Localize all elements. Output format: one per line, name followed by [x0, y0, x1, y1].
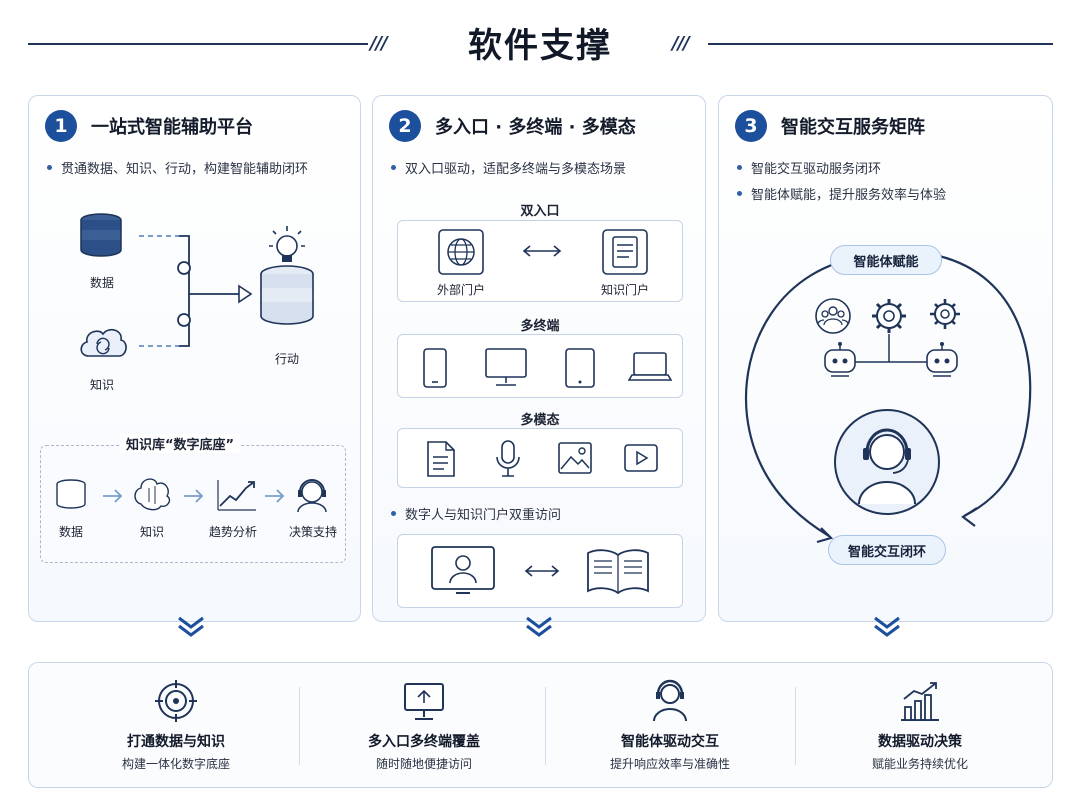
panel-bullet: 智能体赋能，提升服务效率与体验 — [737, 184, 946, 203]
document-icon — [427, 441, 455, 477]
summary-subtitle: 构建一体化数字底座 — [121, 757, 230, 771]
summary-bar: 打通数据与知识 构建一体化数字底座 多入口多终端覆盖 随时随地便捷访问 智能体驱… — [28, 662, 1053, 788]
summary-title: 数据驱动决策 — [878, 734, 962, 750]
page-title: 软件支撑 — [468, 26, 612, 66]
panel-header: 3 智能交互服务矩阵 — [735, 110, 925, 142]
knowledge-brain-icon — [80, 328, 127, 357]
microphone-icon — [496, 440, 520, 477]
kb-step-trend-analysis: 趋势分析 — [208, 525, 257, 539]
digital-human-box — [397, 534, 683, 608]
panel-number-badge: 1 — [45, 110, 77, 142]
knowledge-base-steps — [56, 478, 327, 513]
agent-empowerment-pill: 智能体赋能 — [830, 245, 942, 275]
flow-label-action: 行动 — [274, 352, 299, 366]
panel-title: 一站式智能辅助平台 — [91, 117, 253, 138]
header-rule-right — [708, 43, 1053, 45]
action-server-icon — [260, 265, 314, 325]
panel-title: 多入口 · 多终端 · 多模态 — [435, 117, 636, 138]
support-agent-icon — [834, 409, 940, 515]
image-icon — [558, 442, 592, 474]
flow-label-data: 数据 — [89, 276, 114, 290]
kb-database-icon — [56, 479, 86, 509]
section-label-dual-entry: 双入口 — [520, 204, 560, 219]
kb-brain-icon — [134, 478, 171, 511]
interaction-loop-diagram — [744, 254, 1032, 544]
team-icon — [815, 298, 851, 334]
panel-header: 1 一站式智能辅助平台 — [45, 110, 253, 142]
double-arrow-icon — [522, 245, 562, 257]
robot-icon — [824, 342, 856, 377]
knowledge-base-box: 数据 知识 趋势分析 决策支持 — [40, 445, 346, 563]
double-arrow-icon — [524, 565, 560, 577]
panel-title: 智能交互服务矩阵 — [781, 117, 925, 138]
bar-chart-icon — [901, 682, 939, 721]
panel-header: 2 多入口 · 多终端 · 多模态 — [389, 110, 636, 142]
summary-divider — [545, 687, 546, 765]
monitor-icon — [404, 683, 444, 720]
entry-label-knowledge: 知识门户 — [600, 283, 649, 297]
dual-entry-box: 外部门户 知识门户 — [397, 220, 683, 302]
header-slash-left: /// — [370, 33, 388, 54]
summary-subtitle: 随时随地便捷访问 — [375, 757, 472, 771]
summary-divider — [795, 687, 796, 765]
digital-human-screen-icon — [431, 546, 495, 594]
panel-number-badge: 2 — [389, 110, 421, 142]
gear-icon — [872, 299, 906, 333]
summary-divider — [299, 687, 300, 765]
multi-terminal-box — [397, 334, 683, 398]
panel-multi-entry: 2 多入口 · 多终端 · 多模态 双入口驱动，适配多终端与多模态场景 双入口 … — [372, 95, 706, 622]
flow-label-knowledge: 知识 — [89, 378, 114, 392]
data-knowledge-flow-diagram — [80, 213, 314, 357]
panel-bullet: 贯通数据、知识、行动，构建智能辅助闭环 — [47, 158, 308, 177]
kb-headset-person-icon — [297, 479, 327, 513]
summary-title: 打通数据与知识 — [127, 734, 225, 750]
header-rule-left — [28, 43, 368, 45]
kb-step-data: 数据 — [58, 525, 83, 539]
kb-step-knowledge: 知识 — [139, 525, 164, 539]
section-label-multi-terminal: 多终端 — [520, 319, 560, 334]
summary-title: 智能体驱动交互 — [621, 734, 719, 750]
summary-item: 打通数据与知识 构建一体化数字底座 — [51, 663, 301, 787]
entry-label-external: 外部门户 — [436, 283, 485, 297]
target-icon — [155, 680, 197, 722]
agent-icon — [653, 679, 687, 722]
section-label-multi-modal: 多模态 — [520, 413, 560, 428]
lightbulb-icon — [269, 226, 305, 262]
summary-subtitle: 赋能业务持续优化 — [871, 757, 968, 771]
kb-step-decision-support: 决策支持 — [288, 525, 337, 539]
robot-icon — [926, 342, 958, 377]
digital-human-bullet: 数字人与知识门户双重访问 — [391, 504, 561, 523]
tablet-icon — [565, 348, 595, 388]
interaction-loop-pill: 智能交互闭环 — [828, 535, 946, 565]
open-book-icon — [587, 549, 649, 595]
chevron-down-icon — [178, 616, 204, 637]
summary-item: 数据驱动决策 赋能业务持续优化 — [795, 663, 1045, 787]
video-play-icon — [624, 444, 658, 472]
summary-item: 智能体驱动交互 提升响应效率与准确性 — [545, 663, 795, 787]
summary-title: 多入口多终端覆盖 — [368, 734, 480, 750]
gear-icon — [930, 299, 960, 329]
phone-icon — [423, 348, 447, 388]
chevron-down-icon — [526, 616, 552, 637]
laptop-icon — [628, 352, 672, 381]
document-portal-icon — [602, 229, 648, 275]
header-slash-right: /// — [672, 33, 690, 54]
knowledge-base-title: 知识库“数字底座” — [120, 434, 241, 453]
kb-trend-icon — [217, 480, 256, 511]
panel-number-badge: 3 — [735, 110, 767, 142]
summary-subtitle: 提升响应效率与准确性 — [609, 757, 730, 771]
database-icon — [80, 213, 122, 257]
globe-icon — [438, 229, 484, 275]
summary-item: 多入口多终端覆盖 随时随地便捷访问 — [299, 663, 549, 787]
panel-bullet: 双入口驱动，适配多终端与多模态场景 — [391, 158, 626, 177]
chevron-down-icon — [874, 616, 900, 637]
panel-interaction-matrix: 3 智能交互服务矩阵 智能交互驱动服务闭环 智能体赋能，提升服务效率与体验 — [718, 95, 1053, 622]
panel-bullet: 智能交互驱动服务闭环 — [737, 158, 881, 177]
desktop-monitor-icon — [485, 348, 527, 386]
multi-modal-box — [397, 428, 683, 488]
